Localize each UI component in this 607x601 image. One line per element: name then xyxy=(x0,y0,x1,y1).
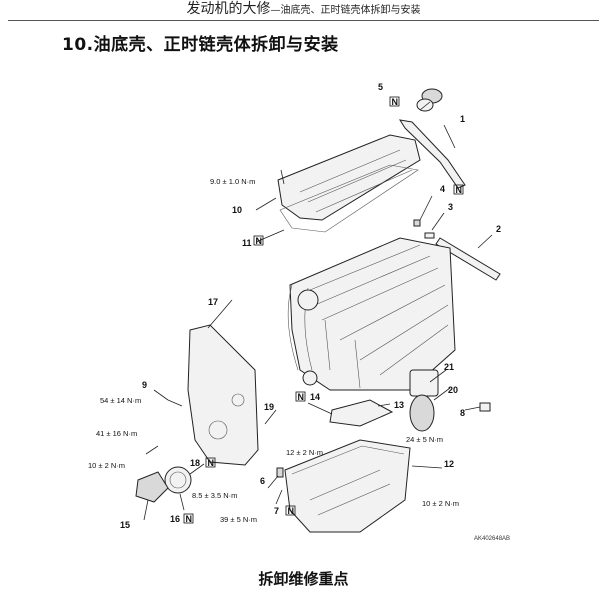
engine-block xyxy=(289,237,456,391)
oil-pan xyxy=(284,439,411,533)
callout-11: 11 xyxy=(242,238,252,248)
callout-3: 3 xyxy=(448,202,453,212)
callout-17: 17 xyxy=(208,297,218,307)
exploded-engine-diagram: 1 2 3 4 5 6 7 8 9 10 11 12 13 14 15 16 1… xyxy=(60,70,550,550)
timing-sprocket-upper xyxy=(297,289,319,311)
bolt-9 xyxy=(167,399,183,407)
bolt-41 xyxy=(145,445,159,455)
oil-filter xyxy=(409,394,435,432)
oil-pan-flange xyxy=(291,445,405,475)
callout-10: 10 xyxy=(232,205,242,215)
new-part-mark-5: N xyxy=(392,97,399,107)
oil-filter-bracket xyxy=(409,369,439,397)
front-oil-seal-inner xyxy=(169,471,187,489)
page-header: 发动机的大修—油底壳、正时链壳体拆卸与安装 xyxy=(0,0,607,20)
leader-lines xyxy=(143,101,493,521)
chain-case-boss xyxy=(231,393,245,407)
new-part-mark-16: N xyxy=(186,514,193,524)
callout-9: 9 xyxy=(142,380,147,390)
torque-bolt-9: 54 ± 14 N·m xyxy=(100,396,141,405)
callout-21: 21 xyxy=(444,362,454,372)
front-oil-seal xyxy=(164,466,192,494)
new-part-mark-4: N xyxy=(456,185,463,195)
new-part-mark-7: N xyxy=(288,506,295,516)
footer-title: 拆卸维修重点 xyxy=(258,570,349,588)
header-sub: —油底壳、正时链壳体拆卸与安装 xyxy=(270,5,421,16)
torque-head-cover: 9.0 ± 1.0 N·m xyxy=(210,177,255,186)
oil-strainer xyxy=(329,399,394,427)
callout-18: 18 xyxy=(190,458,200,468)
callout-2: 2 xyxy=(496,224,501,234)
torque-water-pump: 10 ± 2 N·m xyxy=(88,461,125,470)
water-pump xyxy=(135,471,169,503)
torque-oil-pan-lower: 10 ± 2 N·m xyxy=(422,499,459,508)
new-part-mark-18: N xyxy=(208,458,215,468)
callout-13: 13 xyxy=(394,400,404,410)
callout-15: 15 xyxy=(120,520,130,530)
callout-1: 1 xyxy=(460,114,465,124)
callout-4: 4 xyxy=(440,184,445,194)
oil-filler-seal xyxy=(416,98,434,112)
head-cover-ribs xyxy=(299,149,413,213)
callout-6: 6 xyxy=(260,476,265,486)
callout-12: 12 xyxy=(444,459,454,469)
dipstick-guide xyxy=(398,119,466,189)
new-part-mark-14: N xyxy=(298,392,305,402)
timing-sprocket-lower xyxy=(302,370,318,386)
torque-bolt-41: 41 ± 16 N·m xyxy=(96,429,137,438)
torque-oil-pan: 24 ± 5 N·m xyxy=(406,435,443,444)
figure-reference-code: AK402648AB xyxy=(474,536,510,542)
seal-4 xyxy=(413,219,421,227)
oil-pan-ribs xyxy=(309,469,391,516)
header-main: 发动机的大修 xyxy=(186,1,271,17)
callout-8: 8 xyxy=(460,408,465,418)
bolt-head-cover xyxy=(280,169,285,185)
new-part-marks: N N N N N N N xyxy=(183,96,464,524)
callout-14: 14 xyxy=(310,392,320,402)
engine-block-detail xyxy=(309,244,449,389)
torque-strainer: 12 ± 2 N·m xyxy=(286,448,323,457)
callout-5: 5 xyxy=(378,82,383,92)
callout-19: 19 xyxy=(264,402,274,412)
chain-case-seal-bore xyxy=(208,420,228,440)
new-part-mark-11: N xyxy=(256,236,263,246)
callout-16: 16 xyxy=(170,514,180,524)
callout-20: 20 xyxy=(448,385,458,395)
header-rule xyxy=(8,20,599,21)
torque-drain-plug: 39 ± 5 N·m xyxy=(220,515,257,524)
cylinder-head-cover xyxy=(277,134,421,221)
timing-chain-case xyxy=(187,324,259,466)
callout-7: 7 xyxy=(274,506,279,516)
section-title: 10.油底壳、正时链壳体拆卸与安装 xyxy=(62,35,339,55)
drain-plug xyxy=(276,467,284,478)
bolt-3 xyxy=(424,232,435,239)
head-cover-gasket xyxy=(279,164,419,233)
oil-dipstick xyxy=(435,237,501,281)
torque-8-5: 8.5 ± 3.5 N·m xyxy=(192,491,237,500)
oil-pressure-switch xyxy=(479,402,491,412)
